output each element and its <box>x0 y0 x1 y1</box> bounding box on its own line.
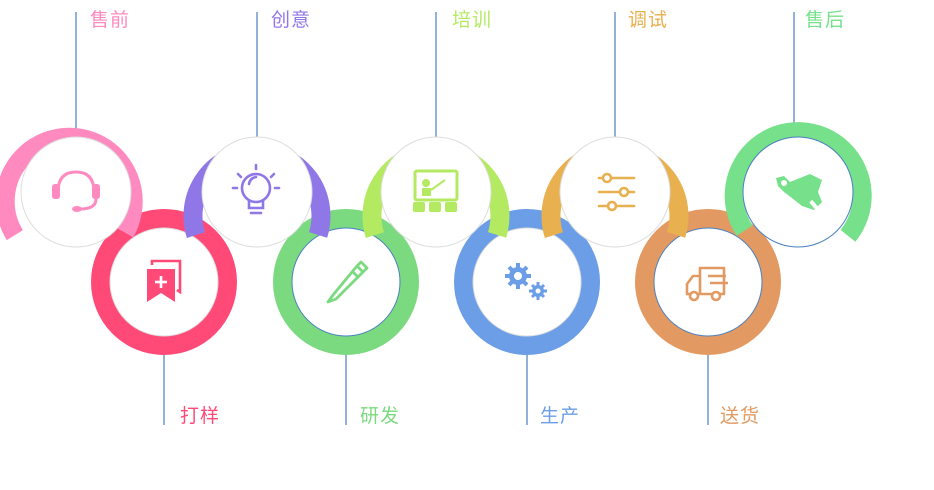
step-shouqian <box>0 127 143 248</box>
presentation-board-icon <box>413 169 459 212</box>
step-label-shouhou: 售后 <box>805 9 846 31</box>
bookmark-add-icon <box>147 259 182 302</box>
step-yanfa <box>273 209 419 355</box>
delivery-truck-icon <box>685 266 728 302</box>
disc-shengchan <box>472 227 582 337</box>
step-label-dayang: 打样 <box>180 405 221 427</box>
wrench-tools-icon <box>776 174 822 211</box>
ring-songhuo <box>635 209 781 355</box>
ring-yanfa <box>273 209 419 355</box>
step-label-shouqian: 售前 <box>90 9 131 31</box>
arc-shouhou <box>724 122 872 242</box>
ring-dayang <box>91 209 237 355</box>
disc-shouqian <box>20 136 132 248</box>
ring-shengchan <box>454 209 600 355</box>
disc-peixun <box>380 136 492 248</box>
pencil-icon <box>326 260 369 304</box>
step-peixun <box>362 136 510 248</box>
step-songhuo <box>635 209 781 355</box>
step-label-yanfa: 研发 <box>360 405 401 427</box>
step-label-shengchan: 生产 <box>540 405 581 427</box>
step-label-peixun: 培训 <box>452 9 493 31</box>
lightbulb-icon <box>231 163 281 215</box>
step-chuangyi <box>183 136 331 248</box>
disc-chuangyi <box>201 136 313 248</box>
step-shengchan <box>454 209 600 355</box>
step-label-chuangyi: 创意 <box>271 9 312 31</box>
sliders-icon <box>597 172 636 212</box>
headset-icon <box>52 170 100 212</box>
gears-icon <box>505 263 547 300</box>
disc-yanfa <box>291 227 401 337</box>
disc-songhuo <box>653 227 763 337</box>
step-label-songhuo: 送货 <box>720 405 761 427</box>
step-label-tiaoshi: 调试 <box>628 9 669 31</box>
